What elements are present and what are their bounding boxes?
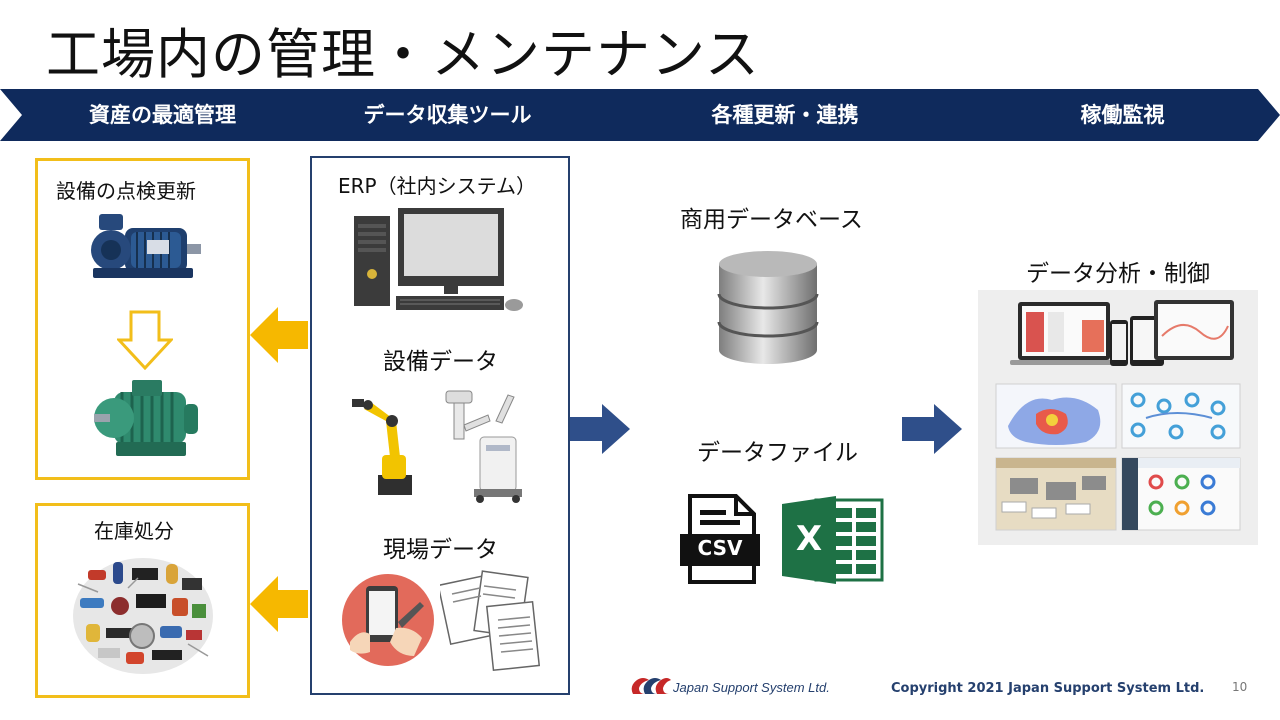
pump-icon xyxy=(91,214,201,278)
arrow-to-inventory-icon xyxy=(250,576,308,632)
paper-documents-icon xyxy=(440,570,541,672)
motor-icon xyxy=(94,380,198,456)
company-logo-text: Japan Support System Ltd. xyxy=(673,680,830,695)
arrow-to-equipment-icon xyxy=(250,307,308,363)
service-robot-icon xyxy=(445,390,522,503)
copyright-text: Copyright 2021 Japan Support System Ltd. xyxy=(891,681,1205,696)
electronic-parts-icon xyxy=(73,558,213,674)
banner-step-monitor: 稼働監視 xyxy=(1080,103,1165,127)
database-icon xyxy=(717,251,819,364)
banner-step-collection: データ収集ツール xyxy=(363,103,532,127)
robot-arm-icon xyxy=(352,399,412,495)
down-arrow-icon xyxy=(117,310,173,370)
inventory-disposal-label: 在庫処分 xyxy=(94,519,174,543)
dashboard-collage-icon xyxy=(995,300,1241,531)
csv-label: CSV xyxy=(697,536,743,560)
company-logo-icon xyxy=(631,678,671,694)
data-analysis-label: データ分析・制御 xyxy=(1026,261,1210,287)
desktop-computer-icon xyxy=(354,208,523,311)
csv-file-icon xyxy=(680,494,760,584)
equipment-data-label: 設備データ xyxy=(383,349,498,375)
tablet-input-icon xyxy=(342,574,434,666)
excel-file-icon xyxy=(782,496,884,584)
banner-step-update: 各種更新・連携 xyxy=(711,103,859,127)
slide-title: 工場内の管理・メンテナンス xyxy=(46,23,760,86)
site-data-label: 現場データ xyxy=(383,537,498,563)
data-file-label: データファイル xyxy=(697,440,858,466)
commercial-db-label: 商用データベース xyxy=(680,207,863,233)
arrow-to-monitor-icon xyxy=(902,404,962,454)
process-banner xyxy=(0,89,1280,141)
erp-label: ERP（社内システム） xyxy=(338,174,536,198)
equipment-inspection-label: 設備の点検更新 xyxy=(56,179,196,203)
excel-letter: X xyxy=(795,519,823,559)
page-number: 10 xyxy=(1232,680,1248,694)
arrow-to-update-icon xyxy=(570,404,630,454)
banner-step-asset: 資産の最適管理 xyxy=(89,103,236,127)
